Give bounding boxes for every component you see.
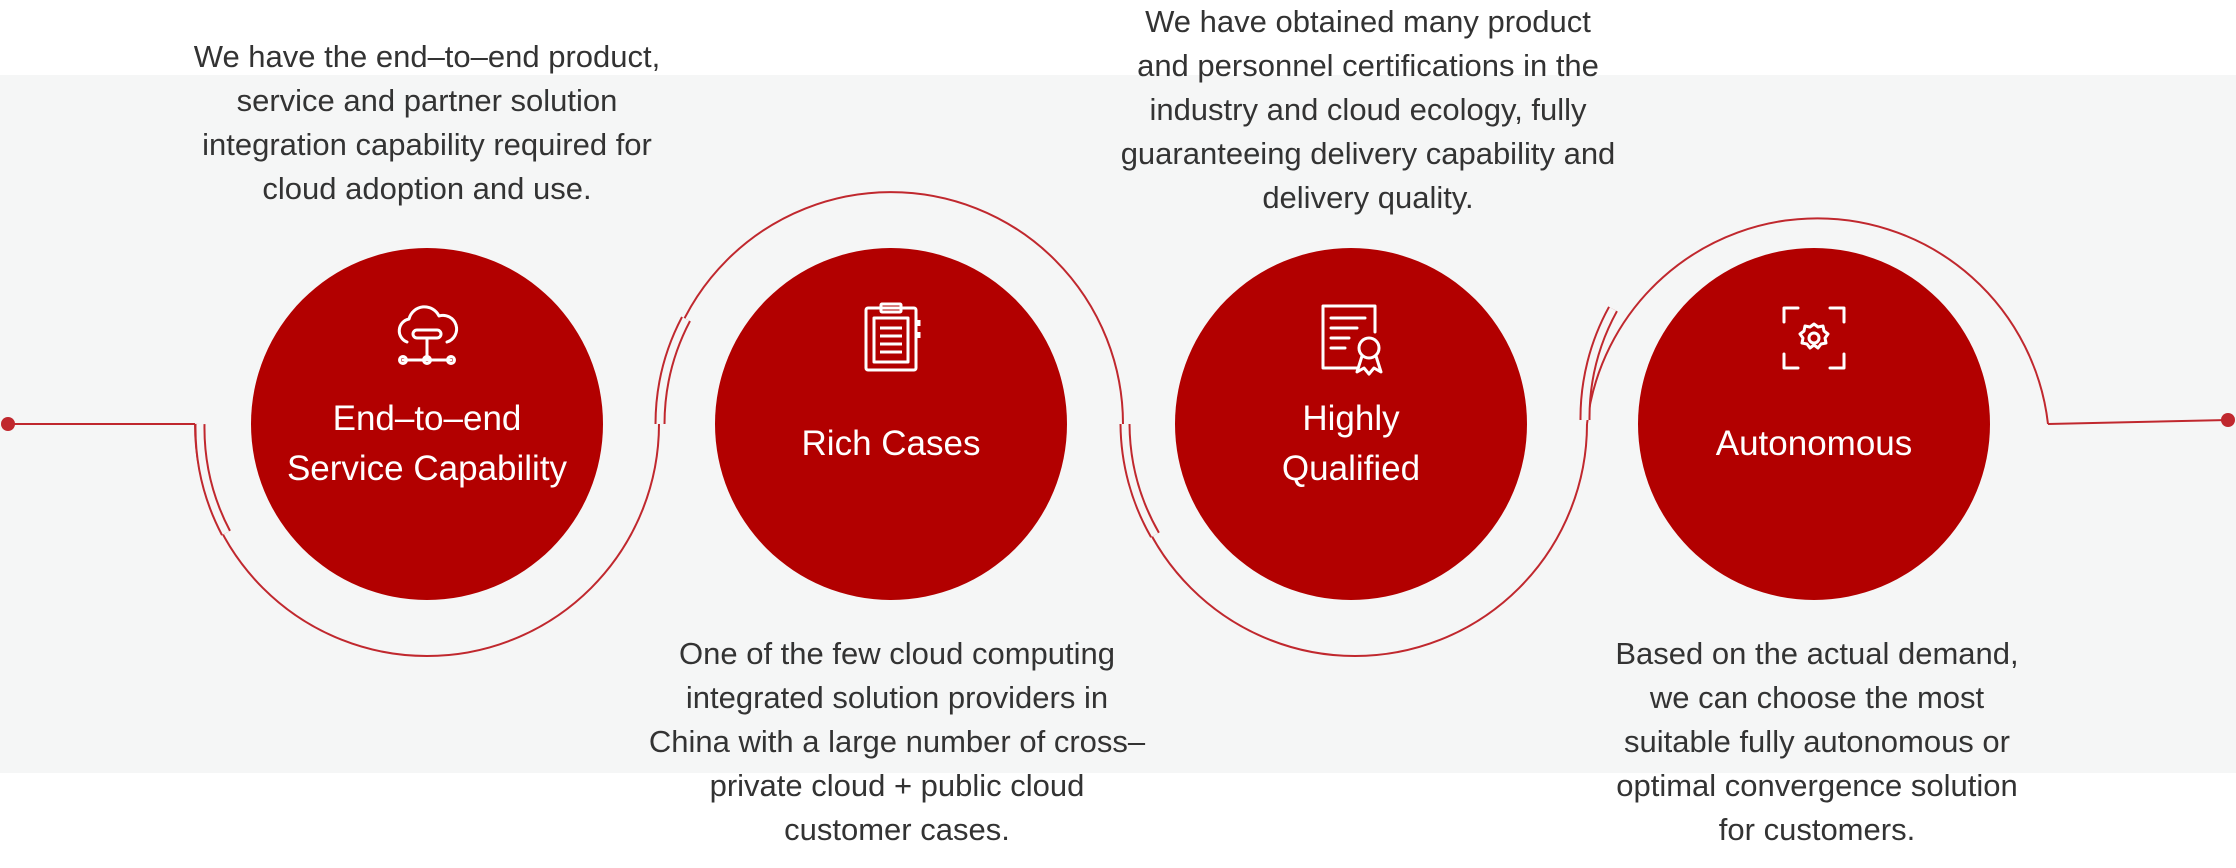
arc-2 xyxy=(658,191,1124,425)
step-4-description: Based on the actual demand, we can choos… xyxy=(1615,636,2019,847)
step-2-description: One of the few cloud computing integrate… xyxy=(648,636,1146,847)
arc-4 xyxy=(1586,217,2049,425)
scan-gear-icon xyxy=(1782,306,1846,370)
step-4-circle: Autonomous xyxy=(1638,248,1990,600)
step-4-title: Autonomous xyxy=(1715,424,1913,463)
lead-line-right xyxy=(2047,419,2229,425)
start-dot xyxy=(1,417,15,431)
certificate-icon xyxy=(1321,304,1383,376)
step-3-description: We have obtained many product and person… xyxy=(1120,4,1616,215)
step-3-circle: Highly Qualified xyxy=(1175,248,1527,600)
step-1-description: We have the end–to–end product, service … xyxy=(193,39,661,206)
clipboard-icon xyxy=(864,302,921,372)
step-3-title: Highly Qualified xyxy=(1281,399,1421,488)
cloud-network-icon xyxy=(397,305,459,365)
step-1-circle: End–to–end Service Capability xyxy=(251,248,603,600)
step-2-circle: Rich Cases xyxy=(715,248,1067,600)
step-1-title: End–to–end Service Capability xyxy=(286,399,568,488)
step-2-title: Rich Cases xyxy=(801,424,981,463)
end-dot xyxy=(2221,413,2235,427)
